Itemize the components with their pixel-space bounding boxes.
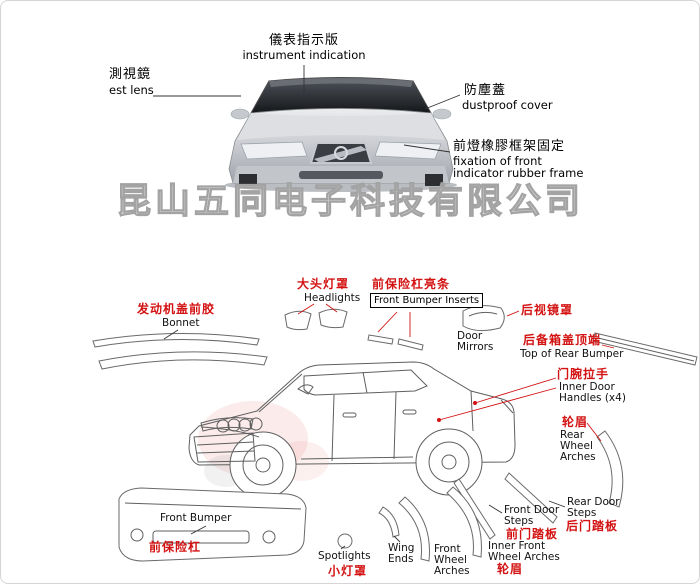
label-bumper-inserts-en: Front Bumper Inserts [370, 293, 484, 308]
label-mirrors-en-1: Door [457, 330, 483, 342]
label-bonnet-en: Bonnet [162, 317, 200, 329]
label-front-arches-en-3: Arches [434, 565, 470, 577]
label-door-handles-en-1: Inner Door [559, 381, 615, 393]
label-headlights-zh: 大头灯罩 [297, 277, 350, 291]
audi-rings [216, 417, 263, 433]
bonnet-strip-2 [98, 351, 268, 370]
company-watermark: 昆山五同电子科技有限公司 [115, 181, 584, 222]
front-door-step-strip [453, 478, 496, 540]
label-rear-steps-en-2: Steps [567, 507, 597, 519]
bonnet-strip-1 [92, 332, 260, 348]
label-spotlights-zh: 小灯罩 [328, 564, 368, 578]
label-spotlights-en: Spotlights [318, 550, 371, 562]
sketch-headlight [200, 417, 254, 432]
label-wing-ends-en-2: Ends [388, 553, 414, 565]
label-front-steps-en-2: Steps [504, 515, 534, 527]
sketch-grille [193, 432, 256, 463]
label-front-arches-en-1: Front [434, 543, 461, 555]
part-shapes [92, 305, 698, 562]
label-wing-ends-en-1: Wing [388, 542, 415, 554]
bumper-insert-strip-2 [397, 338, 424, 351]
bumper-insert-strip-1 [367, 334, 394, 345]
top-callout-lines [153, 65, 461, 153]
label-inner-front-arches-en-2: Wheel Arches [488, 551, 560, 563]
rear-wheel-arch-trim [596, 430, 624, 508]
label-rear-steps-en-1: Rear Door [567, 496, 620, 508]
headlight-cover-2 [318, 308, 348, 329]
car-sketch [188, 361, 516, 499]
bottom-callout-lines [163, 303, 615, 550]
label-front-bumper-zh: 前保险杠 [149, 540, 202, 554]
label-inner-front-arches-zh: 轮眉 [497, 562, 524, 576]
front-wheel-arch-trim-1 [398, 496, 430, 562]
label-fixation-en-1: fixation of front [453, 154, 542, 168]
label-rear-arches-en-2: Wheel [560, 440, 593, 452]
label-mirrors-en-2: Mirrors [457, 341, 494, 353]
label-inner-front-arches-en-1: Inner Front [488, 540, 546, 552]
right-mirror [432, 108, 452, 120]
side-windows [303, 369, 428, 396]
label-mirrors-zh: 后视镜罩 [521, 303, 574, 317]
label-headlights-en: Headlights [304, 292, 361, 304]
label-front-steps-zh: 前门踏板 [506, 527, 559, 541]
label-lens-zh: 測視鏡 [109, 67, 152, 82]
front-wheel-arch-trim-2 [446, 486, 482, 558]
sketch-mirror [297, 384, 314, 395]
front-bumper-detail [118, 487, 307, 562]
label-rear-steps-zh: 后门踏板 [566, 519, 619, 533]
label-front-arches-en-2: Wheel [434, 554, 467, 566]
label-rear-arches-en-1: Rear [560, 429, 585, 441]
label-rear-bumper-top-zh: 后备箱盖顶端 [523, 333, 602, 347]
spotlight-cover [337, 533, 353, 549]
rear-door-handle [402, 409, 417, 415]
left-mirror [230, 108, 250, 120]
car-photo [225, 77, 457, 192]
right-headlamp [374, 141, 442, 160]
label-rear-arches-zh: 轮眉 [562, 415, 589, 429]
front-door-handle [342, 412, 357, 418]
left-headlamp [240, 141, 308, 160]
label-door-handles-en-2: Handles (x4) [559, 392, 626, 404]
label-fixation-en-2: indicator rubber frame [453, 166, 584, 180]
wing-end-piece [378, 506, 400, 538]
label-dustproof-en: dustproof cover [462, 98, 553, 112]
mirror-cover [462, 305, 505, 332]
label-dustproof-zh: 防塵蓋 [464, 83, 507, 98]
rear-door-step-strip [504, 472, 558, 524]
label-door-handles-zh: 门腕拉手 [557, 367, 610, 381]
label-front-bumper-en: Front Bumper [160, 512, 232, 524]
headlight-cover-1 [284, 310, 312, 331]
label-rear-bumper-top-en: Top of Rear Bumper [520, 348, 624, 360]
label-instrument-en: instrument indication [242, 48, 366, 62]
label-fixation-zh: 前燈橡膠框架固定 [453, 139, 566, 154]
label-lens-en: est lens [109, 83, 154, 97]
label-bumper-inserts-zh: 前保险杠亮条 [372, 277, 451, 291]
label-bonnet-zh: 发动机盖前胶 [137, 302, 216, 316]
label-rear-arches-en-3: Arches [560, 451, 596, 463]
label-front-steps-en-1: Front Door [504, 504, 560, 516]
label-instrument-zh: 儀表指示版 [268, 33, 339, 48]
